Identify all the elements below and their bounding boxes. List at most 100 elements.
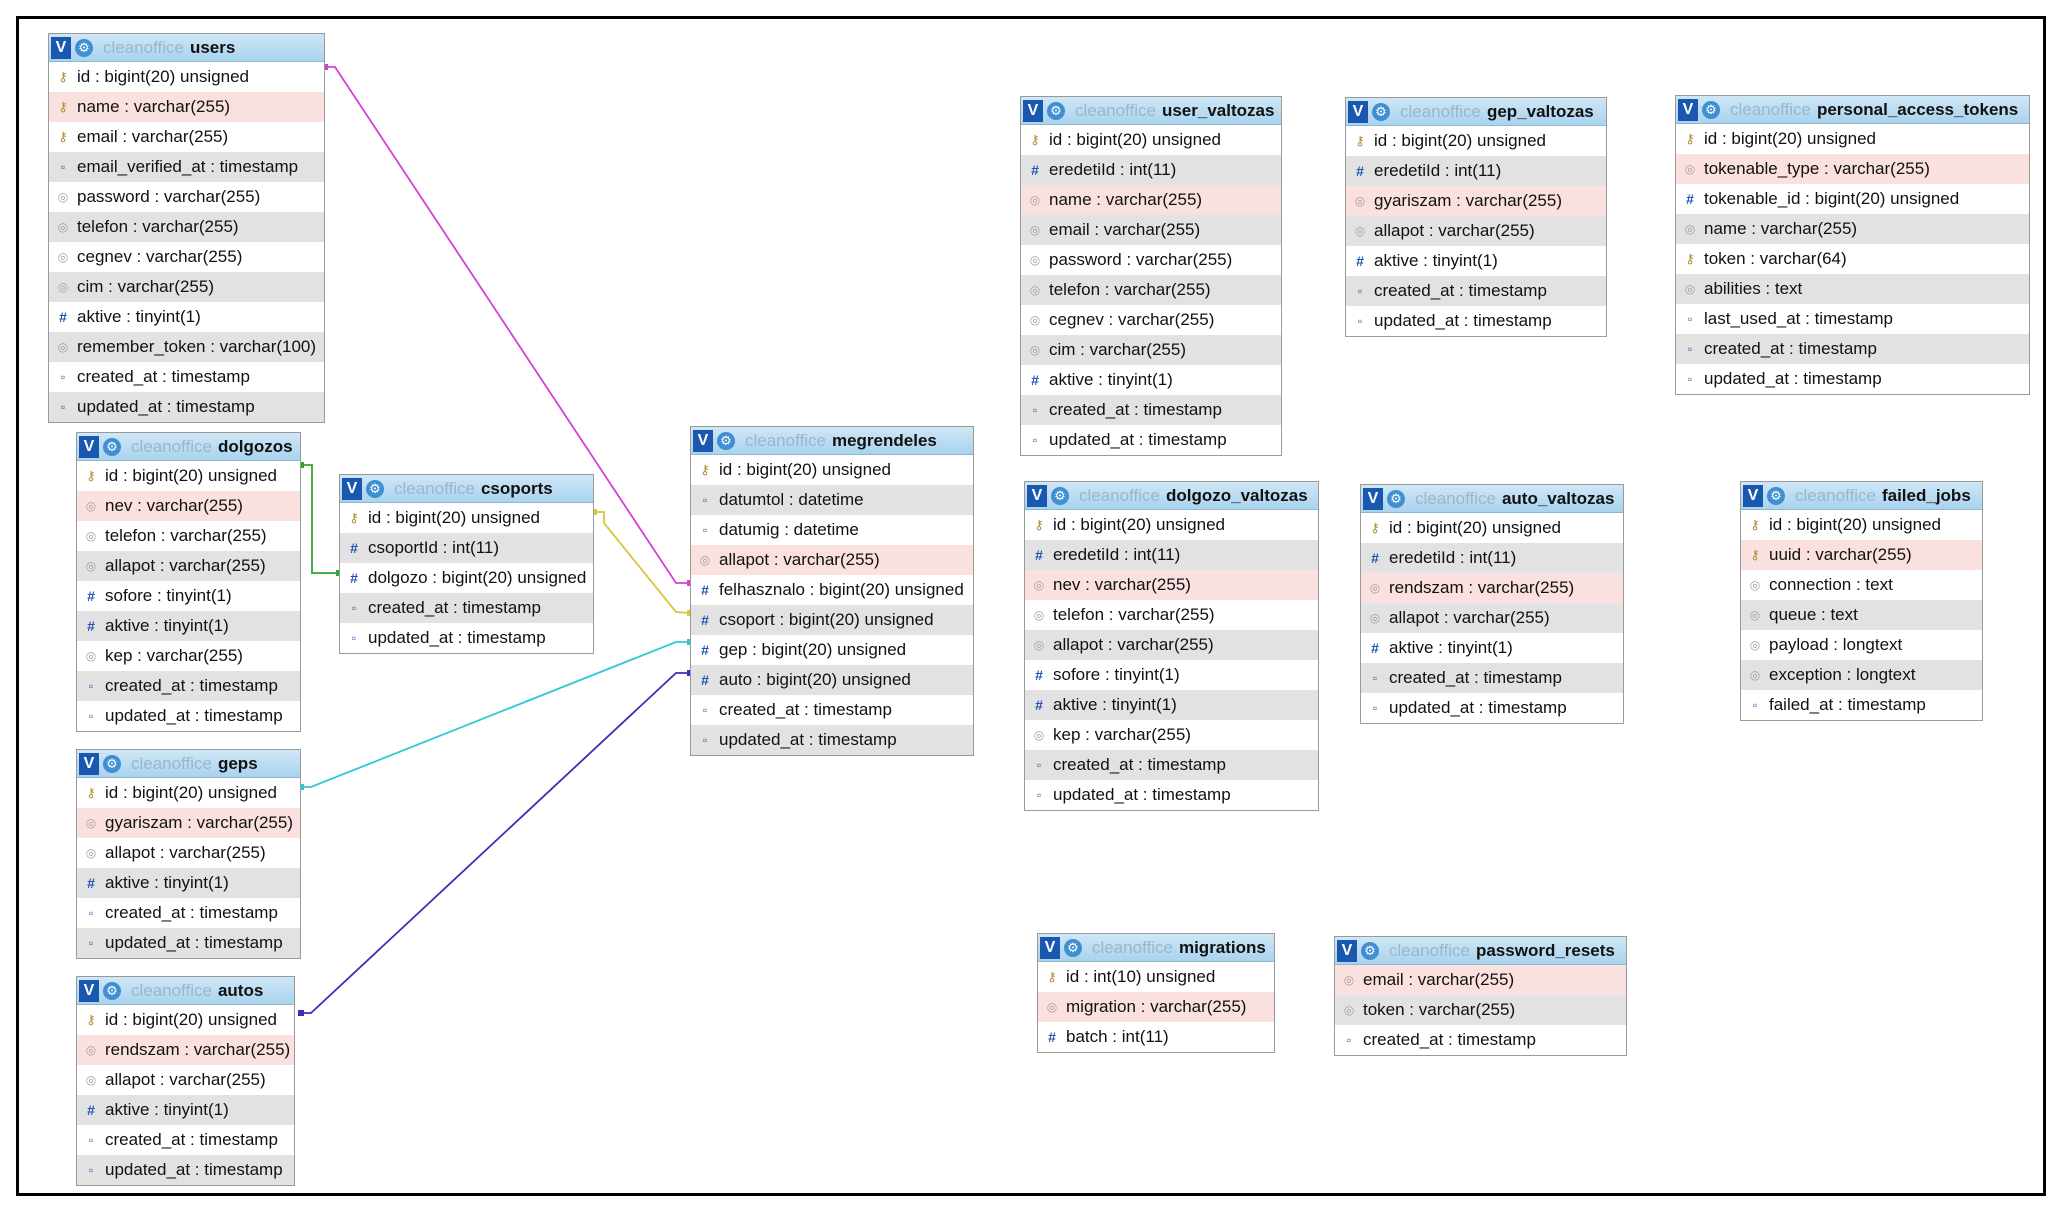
gear-icon[interactable]: ⚙ bbox=[1372, 102, 1390, 121]
collapse-toggle-icon[interactable]: V bbox=[79, 752, 99, 775]
column-row[interactable]: ⚷token : varchar(64) bbox=[1676, 244, 2029, 274]
column-row[interactable]: #aktive : tinyint(1) bbox=[1025, 690, 1318, 720]
collapse-toggle-icon[interactable]: V bbox=[1027, 484, 1047, 507]
collapse-toggle-icon[interactable]: V bbox=[693, 429, 713, 452]
column-row[interactable]: #eredetiId : int(11) bbox=[1021, 155, 1281, 185]
column-row[interactable]: #felhasznalo : bigint(20) unsigned bbox=[691, 575, 973, 605]
column-row[interactable]: ◎telefon : varchar(255) bbox=[1021, 275, 1281, 305]
gear-icon[interactable]: ⚙ bbox=[1051, 486, 1069, 505]
column-row[interactable]: ▫created_at : timestamp bbox=[1021, 395, 1281, 425]
column-row[interactable]: ⚷uuid : varchar(255) bbox=[1741, 540, 1982, 570]
column-row[interactable]: ◎telefon : varchar(255) bbox=[1025, 600, 1318, 630]
collapse-toggle-icon[interactable]: V bbox=[1040, 936, 1060, 959]
column-row[interactable]: ◎telefon : varchar(255) bbox=[49, 212, 324, 242]
column-row[interactable]: ⚷email : varchar(255) bbox=[49, 122, 324, 152]
column-row[interactable]: #batch : int(11) bbox=[1038, 1022, 1274, 1052]
column-row[interactable]: ▫created_at : timestamp bbox=[77, 671, 300, 701]
collapse-toggle-icon[interactable]: V bbox=[79, 979, 99, 1002]
column-row[interactable]: ⚷id : int(10) unsigned bbox=[1038, 962, 1274, 992]
gear-icon[interactable]: ⚙ bbox=[103, 754, 121, 773]
column-row[interactable]: ▫created_at : timestamp bbox=[1025, 750, 1318, 780]
collapse-toggle-icon[interactable]: V bbox=[1678, 98, 1698, 121]
column-row[interactable]: ▫datumig : datetime bbox=[691, 515, 973, 545]
collapse-toggle-icon[interactable]: V bbox=[1023, 99, 1043, 122]
gear-icon[interactable]: ⚙ bbox=[103, 437, 121, 456]
column-row[interactable]: ◎password : varchar(255) bbox=[1021, 245, 1281, 275]
column-row[interactable]: #eredetiId : int(11) bbox=[1361, 543, 1623, 573]
column-row[interactable]: ◎queue : text bbox=[1741, 600, 1982, 630]
column-row[interactable]: ◎payload : longtext bbox=[1741, 630, 1982, 660]
column-row[interactable]: #csoportId : int(11) bbox=[340, 533, 593, 563]
column-row[interactable]: ◎nev : varchar(255) bbox=[1025, 570, 1318, 600]
gear-icon[interactable]: ⚙ bbox=[717, 431, 735, 450]
column-row[interactable]: ◎cim : varchar(255) bbox=[1021, 335, 1281, 365]
column-row[interactable]: ▫updated_at : timestamp bbox=[77, 1155, 294, 1185]
column-row[interactable]: ⚷name : varchar(255) bbox=[49, 92, 324, 122]
column-row[interactable]: #auto : bigint(20) unsigned bbox=[691, 665, 973, 695]
column-row[interactable]: ◎remember_token : varchar(100) bbox=[49, 332, 324, 362]
column-row[interactable]: ◎cim : varchar(255) bbox=[49, 272, 324, 302]
column-row[interactable]: ◎allapot : varchar(255) bbox=[77, 838, 300, 868]
column-row[interactable]: ◎gyariszam : varchar(255) bbox=[77, 808, 300, 838]
column-row[interactable]: ▫updated_at : timestamp bbox=[77, 701, 300, 731]
column-row[interactable]: ◎cegnev : varchar(255) bbox=[1021, 305, 1281, 335]
column-row[interactable]: #aktive : tinyint(1) bbox=[77, 611, 300, 641]
column-row[interactable]: ◎abilities : text bbox=[1676, 274, 2029, 304]
gear-icon[interactable]: ⚙ bbox=[1361, 941, 1379, 960]
column-row[interactable]: ◎kep : varchar(255) bbox=[1025, 720, 1318, 750]
column-row[interactable]: #tokenable_id : bigint(20) unsigned bbox=[1676, 184, 2029, 214]
gear-icon[interactable]: ⚙ bbox=[1702, 100, 1720, 119]
column-row[interactable]: ◎email : varchar(255) bbox=[1021, 215, 1281, 245]
column-row[interactable]: ⚷id : bigint(20) unsigned bbox=[77, 461, 300, 491]
column-row[interactable]: #sofore : tinyint(1) bbox=[1025, 660, 1318, 690]
column-row[interactable]: ⚷id : bigint(20) unsigned bbox=[1676, 124, 2029, 154]
column-row[interactable]: ◎password : varchar(255) bbox=[49, 182, 324, 212]
column-row[interactable]: ◎token : varchar(255) bbox=[1335, 995, 1626, 1025]
gear-icon[interactable]: ⚙ bbox=[366, 479, 384, 498]
column-row[interactable]: ◎allapot : varchar(255) bbox=[1025, 630, 1318, 660]
gear-icon[interactable]: ⚙ bbox=[103, 981, 121, 1000]
column-row[interactable]: ▫failed_at : timestamp bbox=[1741, 690, 1982, 720]
column-row[interactable]: ▫datumtol : datetime bbox=[691, 485, 973, 515]
column-row[interactable]: ▫updated_at : timestamp bbox=[1346, 306, 1606, 336]
column-row[interactable]: ◎name : varchar(255) bbox=[1676, 214, 2029, 244]
column-row[interactable]: ▫created_at : timestamp bbox=[691, 695, 973, 725]
column-row[interactable]: ◎allapot : varchar(255) bbox=[691, 545, 973, 575]
column-row[interactable]: ◎rendszam : varchar(255) bbox=[1361, 573, 1623, 603]
column-row[interactable]: ◎email : varchar(255) bbox=[1335, 965, 1626, 995]
column-row[interactable]: #aktive : tinyint(1) bbox=[1346, 246, 1606, 276]
collapse-toggle-icon[interactable]: V bbox=[1743, 484, 1763, 507]
column-row[interactable]: ▫created_at : timestamp bbox=[340, 593, 593, 623]
column-row[interactable]: #gep : bigint(20) unsigned bbox=[691, 635, 973, 665]
column-row[interactable]: ▫created_at : timestamp bbox=[1361, 663, 1623, 693]
column-row[interactable]: ◎allapot : varchar(255) bbox=[1361, 603, 1623, 633]
column-row[interactable]: ▫updated_at : timestamp bbox=[49, 392, 324, 422]
column-row[interactable]: ◎allapot : varchar(255) bbox=[77, 1065, 294, 1095]
column-row[interactable]: ▫updated_at : timestamp bbox=[1361, 693, 1623, 723]
column-row[interactable]: ⚷id : bigint(20) unsigned bbox=[340, 503, 593, 533]
column-row[interactable]: ◎kep : varchar(255) bbox=[77, 641, 300, 671]
column-row[interactable]: ⚷id : bigint(20) unsigned bbox=[1741, 510, 1982, 540]
column-row[interactable]: #sofore : tinyint(1) bbox=[77, 581, 300, 611]
column-row[interactable]: ▫created_at : timestamp bbox=[49, 362, 324, 392]
column-row[interactable]: ⚷id : bigint(20) unsigned bbox=[1025, 510, 1318, 540]
column-row[interactable]: ◎migration : varchar(255) bbox=[1038, 992, 1274, 1022]
column-row[interactable]: ▫updated_at : timestamp bbox=[1676, 364, 2029, 394]
column-row[interactable]: ◎allapot : varchar(255) bbox=[77, 551, 300, 581]
